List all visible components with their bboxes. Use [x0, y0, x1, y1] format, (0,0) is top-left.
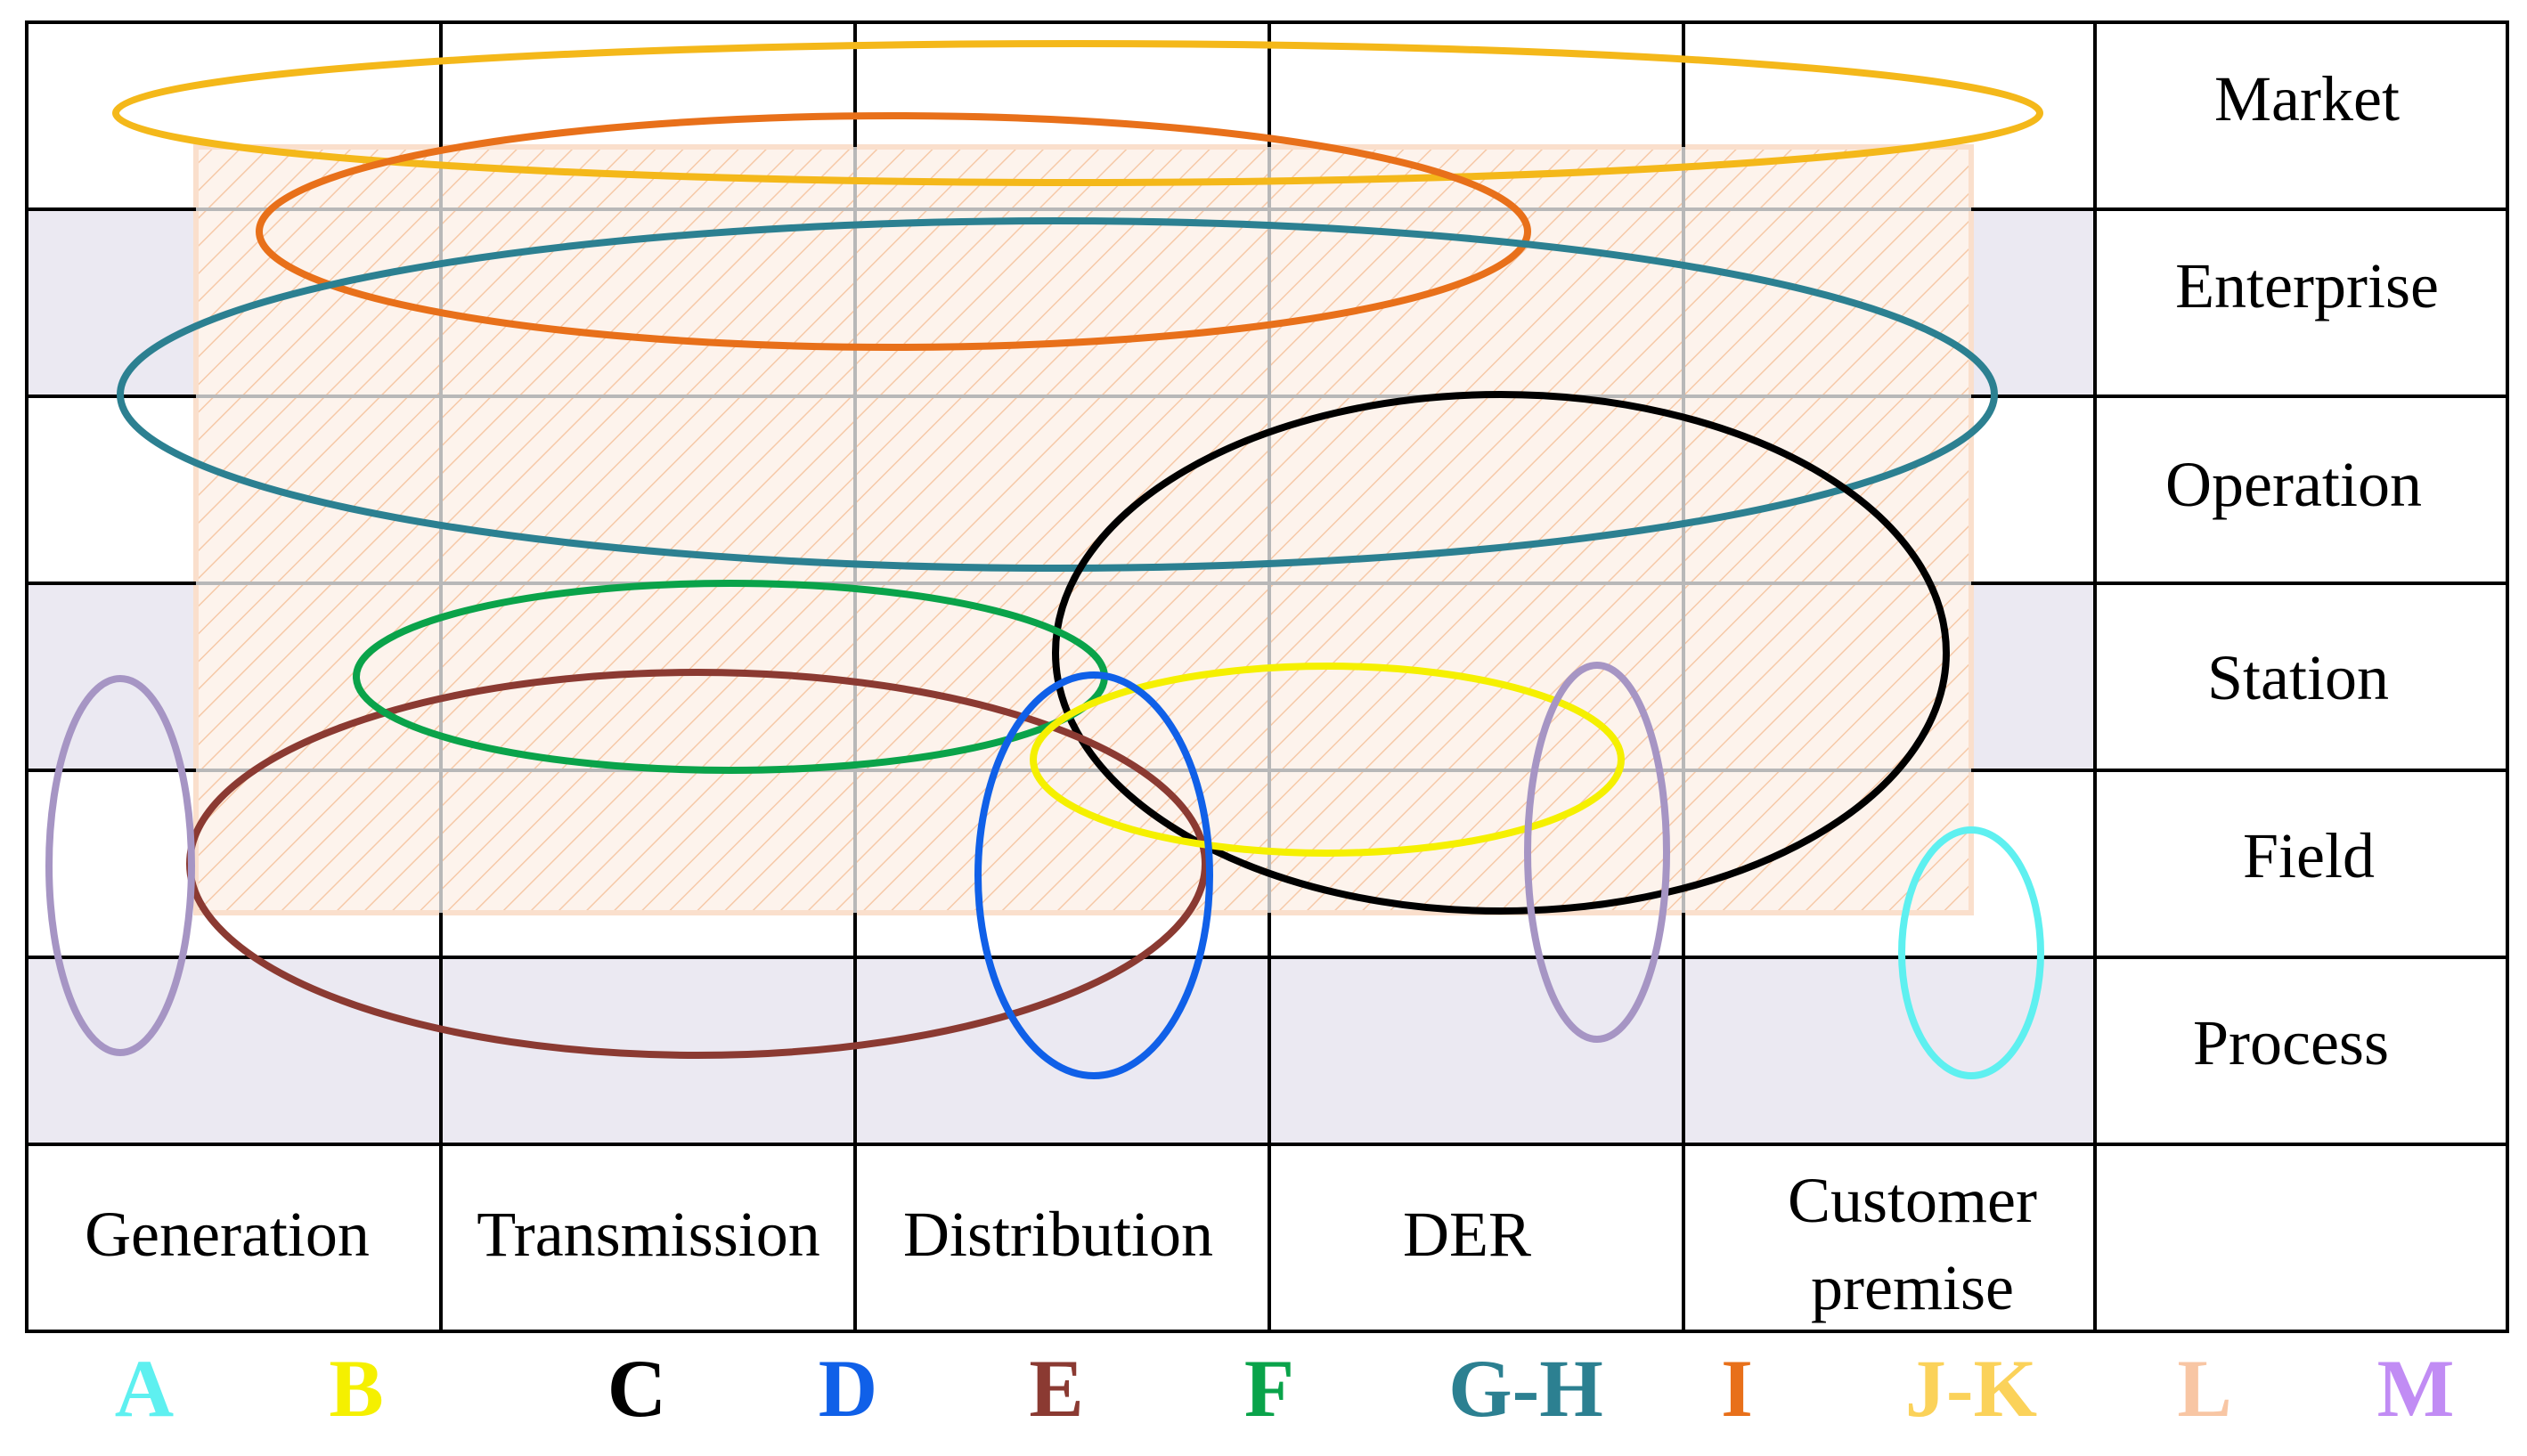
legend-item-m: M: [2377, 1343, 2455, 1434]
ellipse-lavender-left: [45, 675, 195, 1056]
zone-label-enterprise: Enterprise: [2175, 250, 2439, 321]
zone-label-field: Field: [2243, 820, 2375, 891]
hatched-inner-gridlines: [196, 147, 1971, 913]
ellipse-operation: [117, 217, 1998, 572]
grid-border: [25, 20, 2509, 1333]
domain-label-der: DER: [1403, 1199, 1531, 1270]
ellipse-black: [1052, 391, 1950, 915]
legend: A B C D E F G-H I J-K L M: [115, 1343, 2455, 1434]
legend-item-f: F: [1244, 1343, 1294, 1434]
zone-label-process: Process: [2193, 1007, 2389, 1078]
ellipse-lavender-right: [1524, 662, 1670, 1043]
legend-item-i: I: [1721, 1343, 1753, 1434]
legend-item-g-h: G-H: [1448, 1343, 1603, 1434]
domain-label-distribution: Distribution: [903, 1199, 1213, 1270]
ellipse-yellow: [1030, 663, 1625, 857]
band-process: [27, 957, 2093, 1144]
legend-item-b: B: [329, 1343, 383, 1434]
domain-label-customer-premise: Customer: [1788, 1165, 2037, 1236]
legend-item-d: D: [819, 1343, 877, 1434]
ellipse-cyan: [1898, 826, 2044, 1079]
legend-item-j-k: J-K: [1905, 1343, 2037, 1434]
domain-label-customer-premise: premise: [1811, 1252, 2014, 1323]
domain-labels: Generation Transmission Distribution DER…: [85, 1165, 2037, 1323]
ellipses: [45, 40, 2044, 1079]
legend-item-a: A: [115, 1343, 174, 1434]
legend-item-c: C: [607, 1343, 666, 1434]
zone-labels: Market Enterprise Operation Station Fiel…: [2165, 63, 2439, 1078]
ellipse-market: [112, 40, 2043, 186]
zone-label-operation: Operation: [2165, 449, 2422, 520]
ellipse-blue: [974, 671, 1213, 1079]
zone-label-station: Station: [2207, 642, 2389, 713]
legend-item-l: L: [2177, 1343, 2231, 1434]
domain-label-transmission: Transmission: [477, 1199, 819, 1270]
legend-item-e: E: [1029, 1343, 1083, 1434]
zone-label-market: Market: [2214, 63, 2400, 134]
domain-label-generation: Generation: [85, 1199, 370, 1270]
ellipse-enterprise: [256, 112, 1531, 351]
